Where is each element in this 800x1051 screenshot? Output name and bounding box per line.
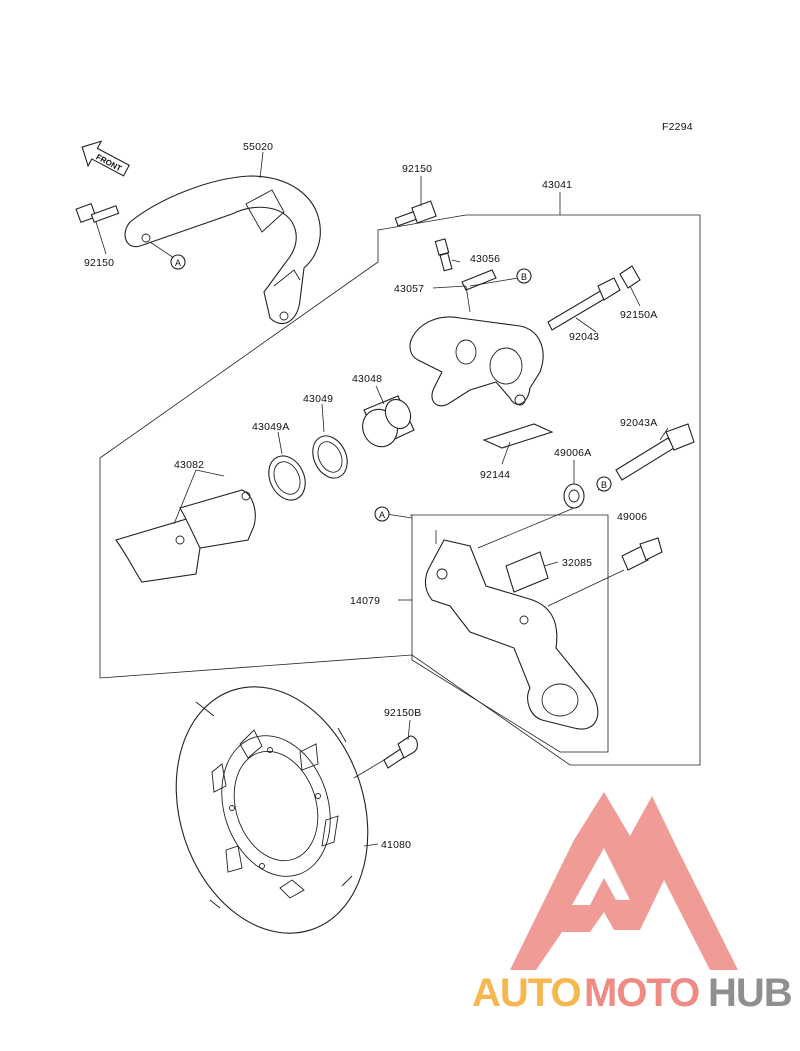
svg-text:A: A	[175, 258, 181, 268]
brake-disc	[175, 686, 369, 934]
label-32085: 32085	[562, 557, 592, 569]
svg-text:B: B	[601, 480, 607, 490]
front-arrow-icon: FRONT	[81, 140, 130, 177]
caliper-mount-bracket	[124, 175, 321, 324]
callout-a-top: A	[170, 254, 186, 270]
label-92150B: 92150B	[384, 707, 421, 719]
part-labels: 55020 92150 92150 43041 43056 43057 9204…	[84, 141, 657, 851]
seal-43049	[312, 435, 348, 479]
callout-b-right: B	[596, 476, 612, 492]
figure-code: F2294	[662, 121, 693, 133]
plug-92150A	[619, 265, 641, 289]
svg-text:A: A	[379, 510, 385, 520]
label-43057: 43057	[394, 283, 424, 295]
pin-92043A	[615, 423, 695, 481]
label-55020: 55020	[243, 141, 273, 153]
caliper-bracket	[424, 539, 599, 730]
piston	[362, 395, 415, 448]
label-49006A: 49006A	[554, 447, 591, 459]
label-92150-top: 92150	[402, 163, 432, 175]
leader-lines	[95, 151, 669, 847]
bleeder-valve	[434, 238, 453, 272]
watermark-moto: MOTO	[584, 971, 699, 1015]
label-92144: 92144	[480, 469, 510, 481]
brake-pads	[115, 489, 256, 583]
pad-retainer	[505, 551, 549, 593]
pad-spring	[482, 423, 554, 449]
label-14079: 14079	[350, 595, 380, 607]
watermark-hub: HUB	[708, 971, 792, 1015]
label-92043: 92043	[569, 331, 599, 343]
label-92043A: 92043A	[620, 417, 657, 429]
bracket-outline	[410, 514, 609, 753]
label-43049: 43049	[303, 393, 333, 405]
watermark-logo: AUTO MOTO HUB	[472, 792, 793, 1015]
watermark-auto: AUTO	[472, 971, 581, 1015]
bleeder-cap	[461, 269, 497, 291]
label-41080: 41080	[381, 839, 411, 851]
label-43049A: 43049A	[252, 421, 289, 433]
boot-49006	[621, 537, 663, 571]
caliper-body	[409, 316, 544, 407]
callout-a-mid: A	[374, 506, 390, 522]
label-43041: 43041	[542, 179, 572, 191]
assembly-outline	[99, 214, 701, 766]
label-43056: 43056	[470, 253, 500, 265]
bolt-92150-top	[394, 200, 437, 227]
callout-b-top: B	[516, 268, 532, 284]
seal-43049A	[268, 455, 306, 501]
label-43082: 43082	[174, 459, 204, 471]
label-49006: 49006	[617, 511, 647, 523]
svg-text:B: B	[521, 272, 527, 282]
boot-49006A	[563, 483, 585, 509]
label-92150-left: 92150	[84, 257, 114, 269]
pin-92043	[547, 277, 621, 331]
disc-bolt	[383, 735, 419, 769]
label-92150A: 92150A	[620, 309, 657, 321]
label-43048: 43048	[352, 373, 382, 385]
bolt-92150-left	[75, 202, 120, 224]
